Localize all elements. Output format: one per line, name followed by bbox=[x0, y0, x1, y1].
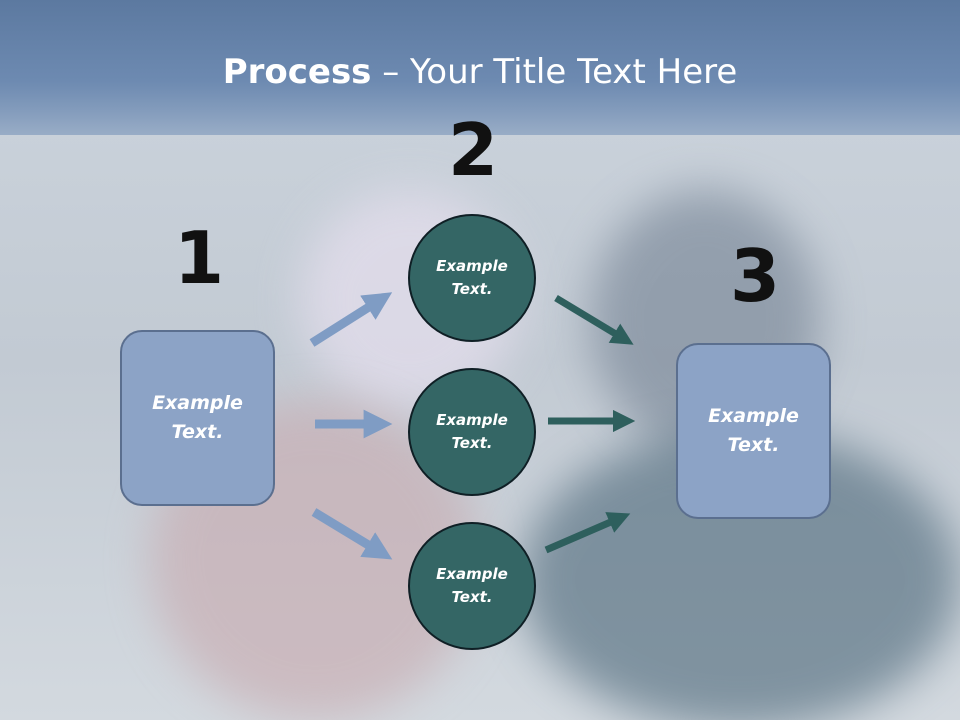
arrow-in-top bbox=[309, 292, 393, 347]
circle-mid: Example Text. bbox=[408, 368, 536, 496]
title-bold: Process bbox=[222, 52, 372, 92]
title-rest: – Your Title Text Here bbox=[371, 52, 738, 92]
circle-top: Example Text. bbox=[408, 214, 536, 342]
circle-bot-label: Example Text. bbox=[436, 565, 508, 606]
circle-bot: Example Text. bbox=[408, 522, 536, 650]
step-number-1: 1 bbox=[173, 216, 225, 300]
arrow-in-bot bbox=[311, 508, 393, 560]
step-number-3: 3 bbox=[729, 234, 781, 318]
right-box: Example Text. bbox=[676, 343, 831, 519]
circle-top-label: Example Text. bbox=[436, 257, 508, 298]
left-box: Example Text. bbox=[120, 330, 275, 506]
right-box-label: Example Text. bbox=[708, 405, 799, 456]
step-number-2: 2 bbox=[447, 108, 499, 192]
arrow-out-top bbox=[554, 295, 634, 345]
left-box-label: Example Text. bbox=[152, 392, 243, 443]
slide-title: Process – Your Title Text Here bbox=[0, 52, 960, 92]
circle-mid-label: Example Text. bbox=[436, 411, 508, 452]
arrow-out-bot bbox=[544, 512, 631, 554]
title-bar bbox=[0, 0, 960, 135]
